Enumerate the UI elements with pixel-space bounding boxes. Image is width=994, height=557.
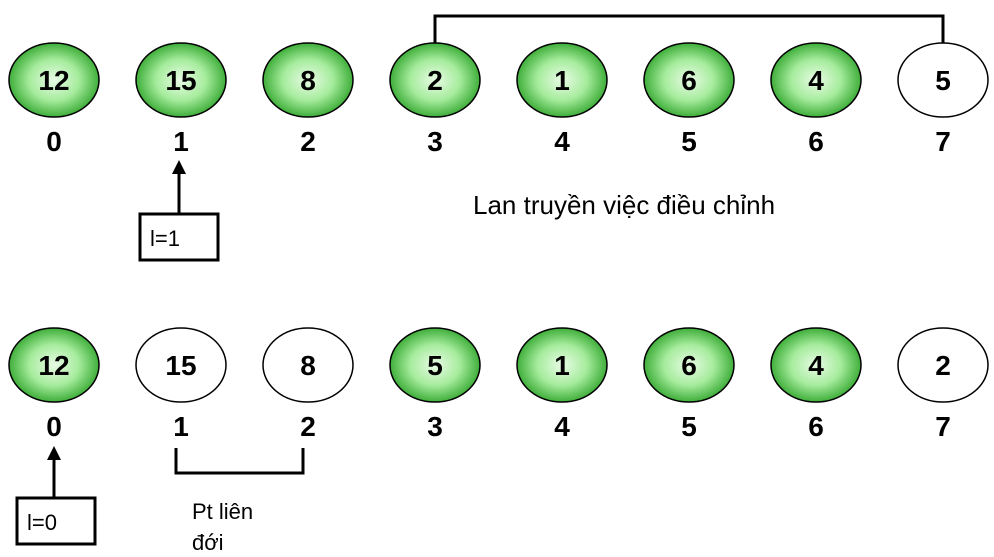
caption-propagation: Lan truyền việc điều chỉnh [473,190,775,220]
pointer-label-bottom: l=0 [27,510,57,535]
pointer-label-top: l=1 [150,226,180,251]
bottom-row-index-6: 6 [808,411,824,442]
pointer-box-bottom [15,496,97,546]
caption-sibling-line2: đới [192,530,224,555]
bottom-row-node-0 [8,327,100,403]
bottom-row-index-5: 5 [681,411,697,442]
top-row-index-5: 5 [681,126,697,157]
top-row-node-2 [262,42,354,118]
bottom-row-node-value-4: 1 [554,350,570,381]
bottom-row-node-3 [389,327,481,403]
bottom-row-node-2 [262,327,354,403]
caption-sibling-line1: Pt liên [192,499,253,524]
top-row-node-value-6: 4 [808,65,824,96]
top-row-node-value-7: 5 [935,65,951,96]
top-row-nodes: 12 0 15 1 8 2 2 3 1 4 6 5 4 6 5 7 [8,42,989,157]
bottom-row-index-2: 2 [300,411,316,442]
bottom-row-index-0: 0 [46,411,62,442]
top-row-index-4: 4 [554,126,570,157]
top-row-index-7: 7 [935,126,951,157]
pointer-arrow-top [172,160,186,214]
pointer-arrow-bottom [47,446,61,498]
sibling-bracket-bottom [174,448,305,475]
pointer-box-top [138,212,220,262]
top-row-node-4 [516,42,608,118]
top-row-node-value-3: 2 [427,65,443,96]
bottom-row-nodes: 12 0 15 1 8 2 5 3 1 4 6 5 4 6 2 7 [8,327,989,442]
bottom-row-index-3: 3 [427,411,443,442]
top-row-node-value-5: 6 [681,65,697,96]
top-row-index-2: 2 [300,126,316,157]
bottom-row-node-value-3: 5 [427,350,443,381]
bottom-row-node-4 [516,327,608,403]
bottom-row-node-value-6: 4 [808,350,824,381]
bottom-row-node-value-2: 8 [300,350,316,381]
bottom-row-index-4: 4 [554,411,570,442]
top-row-node-1 [135,42,227,118]
bottom-row-node-5 [643,327,735,403]
top-row-node-3 [389,42,481,118]
bottom-row-node-1 [135,327,227,403]
bottom-row-node-value-5: 6 [681,350,697,381]
top-row-node-value-4: 1 [554,65,570,96]
top-row-index-0: 0 [46,126,62,157]
bottom-row-index-1: 1 [173,411,189,442]
top-row-node-value-1: 15 [165,65,196,96]
bottom-row-node-value-0: 12 [38,350,69,381]
top-row-index-6: 6 [808,126,824,157]
swap-bracket-top [433,14,945,44]
bottom-row-node-value-7: 2 [935,350,951,381]
top-row-node-0 [8,42,100,118]
top-row-node-value-0: 12 [38,65,69,96]
top-row-index-1: 1 [173,126,189,157]
top-row-node-6 [770,42,862,118]
bottom-row-index-7: 7 [935,411,951,442]
top-row-node-5 [643,42,735,118]
top-row-index-3: 3 [427,126,443,157]
top-row-node-value-2: 8 [300,65,316,96]
bottom-row-node-7 [897,327,989,403]
top-row-node-7 [897,42,989,118]
bottom-row-node-value-1: 15 [165,350,196,381]
bottom-row-node-6 [770,327,862,403]
